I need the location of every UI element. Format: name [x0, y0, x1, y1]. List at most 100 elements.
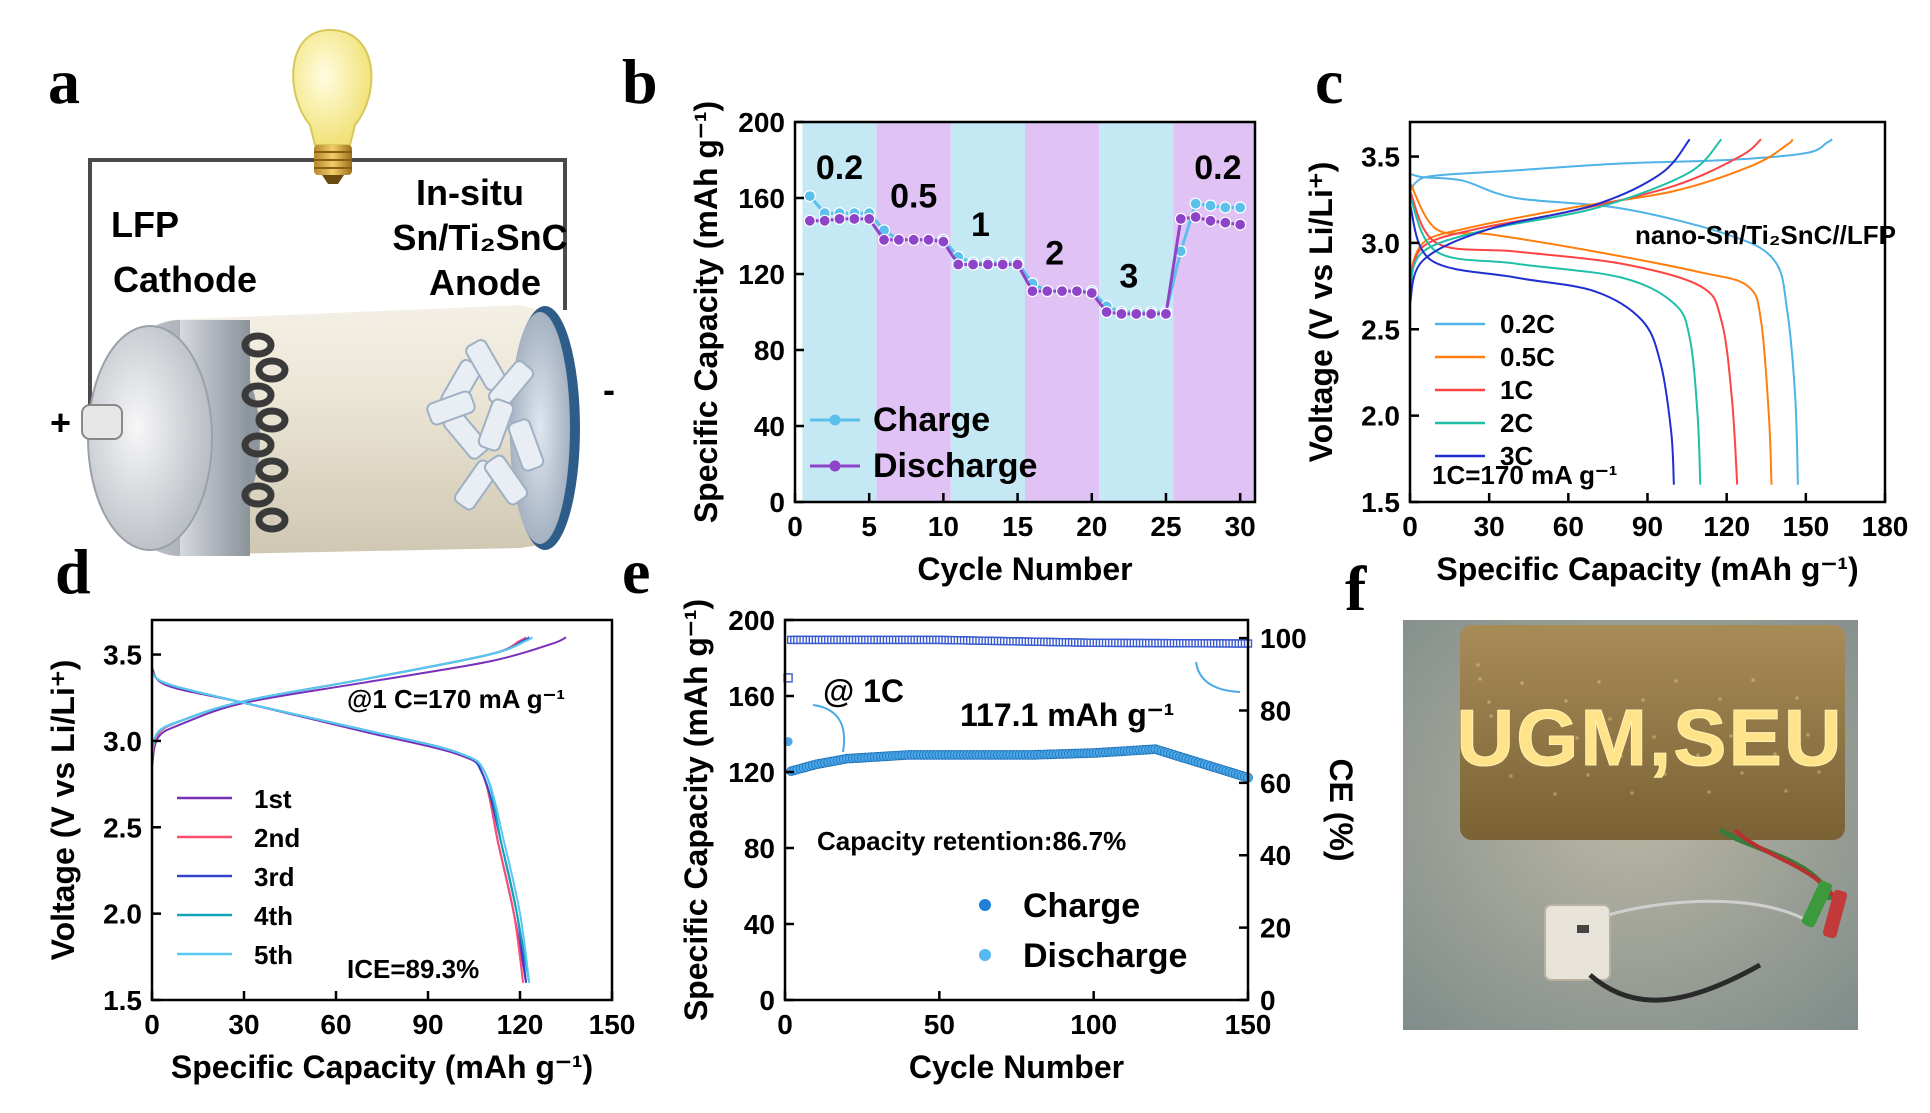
- led-dot: [1784, 789, 1788, 793]
- discharge-curve: [1409, 204, 1675, 485]
- led-dot: [1773, 752, 1777, 756]
- y-tick-label: 160: [738, 183, 785, 214]
- y-tick-label: 0: [759, 985, 775, 1016]
- x-tick-label: 60: [320, 1009, 351, 1040]
- data-point: [1234, 218, 1247, 231]
- y-tick-label: 80: [754, 335, 785, 366]
- capacity-annotation: 117.1 mAh g⁻¹: [960, 697, 1174, 733]
- rate-label: 2: [1045, 235, 1064, 273]
- y-tick-label: 40: [754, 411, 785, 442]
- data-point: [1219, 216, 1232, 229]
- arrow-to-ce: [1195, 661, 1241, 693]
- battery-cylinder: [81, 305, 580, 556]
- led-dot: [1597, 680, 1601, 684]
- x-tick-label: 0: [777, 1009, 793, 1040]
- y-tick-label: 160: [728, 681, 775, 712]
- x-axis-label: Specific Capacity (mAh g⁻¹): [171, 1049, 593, 1085]
- data-point: [981, 258, 995, 271]
- legend-label: Discharge: [873, 447, 1037, 485]
- data-point: [1219, 201, 1232, 214]
- led-dot: [1817, 770, 1821, 774]
- y-axis-label: Specific Capacity (mAh g⁻¹): [678, 599, 714, 1021]
- y2-tick-label: 40: [1260, 840, 1291, 871]
- data-point: [877, 233, 891, 246]
- data-point: [1130, 307, 1143, 320]
- panel-label-f: f: [1345, 553, 1367, 624]
- rate-label: 0.2: [1194, 149, 1241, 187]
- led-dot: [1795, 696, 1799, 700]
- legend-label: 1st: [254, 784, 292, 814]
- y-tick-label: 1.5: [1361, 487, 1400, 518]
- discharge-curve: [1409, 190, 1739, 485]
- y-tick-label: 3.5: [103, 640, 142, 671]
- data-point: [818, 214, 831, 227]
- wire-black: [1588, 962, 1762, 1003]
- data-point: [1234, 201, 1247, 214]
- data-point: [803, 190, 816, 203]
- chart-annotation: nano-Sn/Ti₂SnC//LFP: [1635, 220, 1896, 250]
- x-tick-label: 50: [924, 1009, 955, 1040]
- x-tick-label: 25: [1150, 511, 1181, 542]
- data-point: [1085, 286, 1098, 300]
- legend-label: 4th: [254, 901, 293, 931]
- panel-a-schematic: LFP Cathode In-situ Sn/Ti₂SnC Anode + -: [50, 28, 615, 556]
- led-dot: [1553, 792, 1557, 796]
- y2-tick-label: 60: [1260, 768, 1291, 799]
- charge-curve: [151, 636, 567, 767]
- data-point: [907, 233, 920, 246]
- cathode-chain: [241, 332, 289, 533]
- y-tick-label: 1.5: [103, 985, 142, 1016]
- rate-label: 1: [971, 206, 990, 244]
- data-point: [952, 258, 965, 271]
- x-tick-label: 0: [787, 511, 803, 542]
- x-axis-label: Specific Capacity (mAh g⁻¹): [1436, 551, 1858, 587]
- y2-axis-label: CE (%): [1323, 758, 1359, 861]
- led-dot: [1478, 677, 1482, 681]
- data-point: [863, 212, 876, 225]
- data-point: [1026, 285, 1039, 298]
- led-dot: [1674, 679, 1678, 683]
- led-dot: [1685, 716, 1689, 720]
- y-tick-label: 200: [738, 107, 785, 138]
- legend-label: Charge: [873, 401, 990, 439]
- led-dot: [1707, 790, 1711, 794]
- anode-label-line1: In-situ: [416, 172, 524, 213]
- data-point: [1174, 212, 1187, 225]
- led-dots: [1476, 663, 1821, 796]
- y-tick-label: 2.0: [103, 899, 142, 930]
- x-tick-label: 90: [412, 1009, 443, 1040]
- led-dot: [1696, 753, 1700, 757]
- chart-note: ICE=89.3%: [347, 954, 479, 984]
- legend-marker: [979, 899, 991, 911]
- rate-annotation: @ 1C: [823, 673, 904, 709]
- x-tick-label: 30: [1474, 511, 1505, 542]
- data-point: [848, 212, 861, 225]
- data-point: [833, 212, 846, 225]
- rate-band: [1025, 122, 1100, 502]
- legend-label: 2C: [1500, 408, 1533, 438]
- y-tick-label: 3.0: [1361, 228, 1400, 259]
- legend-marker: [829, 460, 841, 472]
- retention-annotation: Capacity retention:86.7%: [817, 826, 1126, 856]
- x-tick-label: 180: [1862, 511, 1909, 542]
- charge-curve: [1409, 138, 1691, 304]
- x-tick-label: 150: [1782, 511, 1829, 542]
- legend-label: Discharge: [1023, 937, 1187, 975]
- data-point: [1115, 307, 1128, 320]
- discharge-curve: [151, 667, 528, 983]
- data-point: [1204, 199, 1217, 212]
- x-tick-label: 30: [1225, 511, 1256, 542]
- rate-band: [950, 122, 1025, 502]
- led-dot: [1489, 714, 1493, 718]
- legend-label: Charge: [1023, 887, 1140, 925]
- led-dot: [1564, 699, 1568, 703]
- panel-label-d: d: [55, 536, 91, 607]
- y-axis-label: Specific Capacity (mAh g⁻¹): [688, 101, 724, 523]
- data-point: [1204, 214, 1217, 227]
- y2-tick-label: 100: [1260, 623, 1307, 654]
- plot-frame-d: [150, 618, 614, 1002]
- data-point: [996, 258, 1009, 271]
- y-tick-label: 200: [728, 605, 775, 636]
